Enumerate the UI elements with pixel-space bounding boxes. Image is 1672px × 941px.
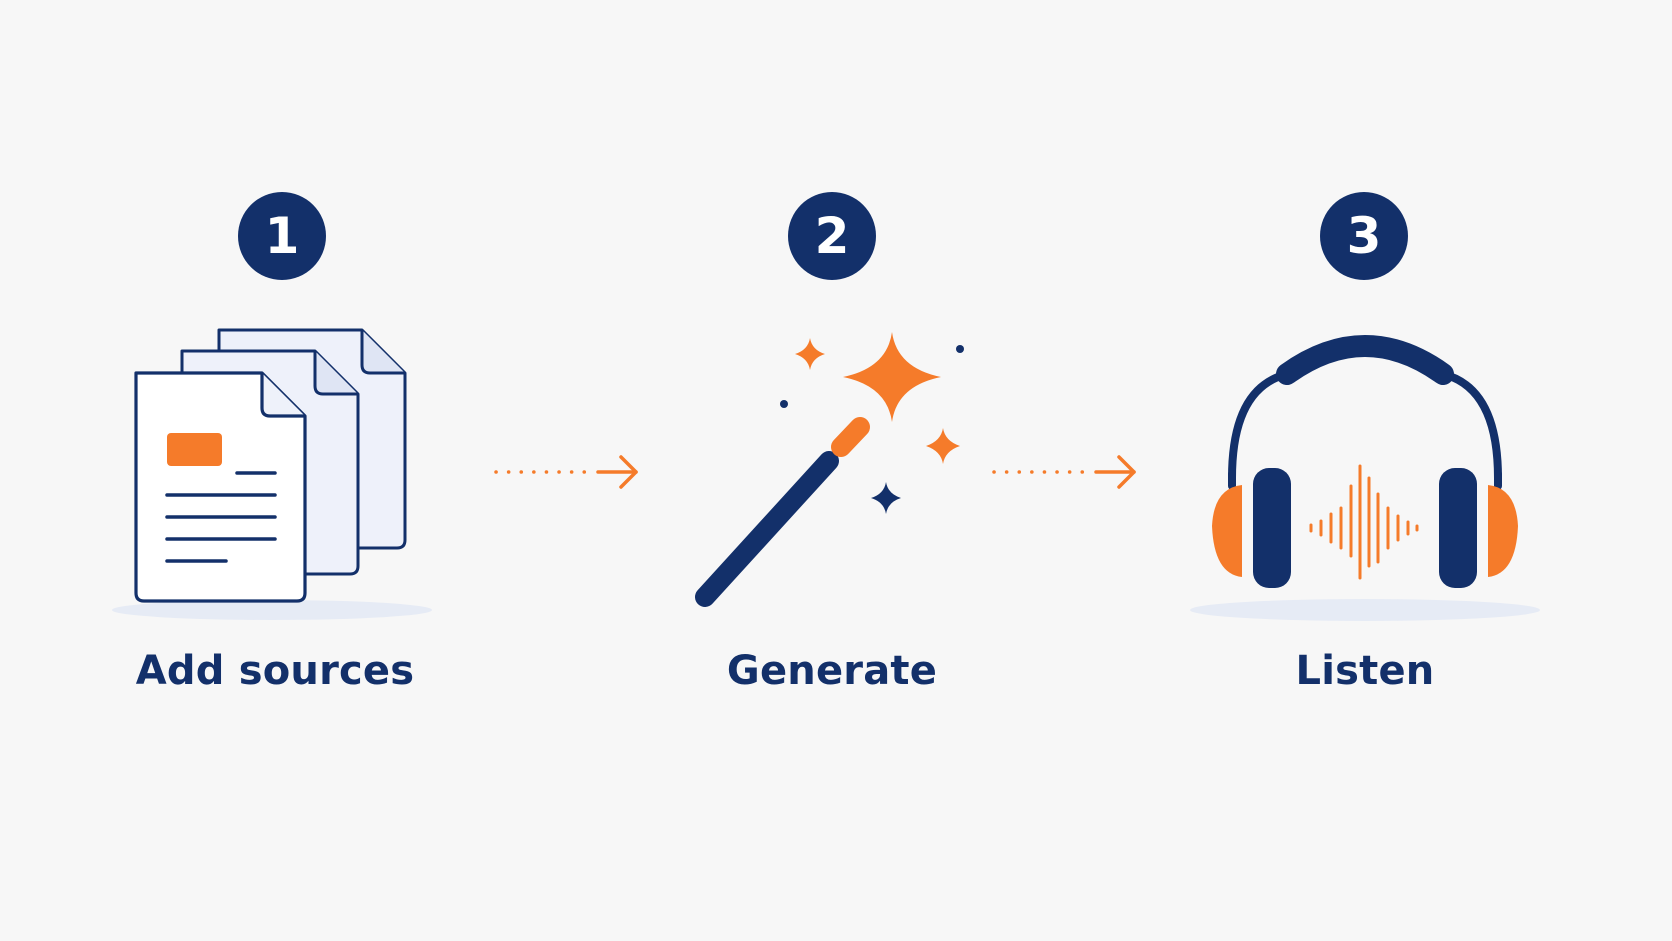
documents-icon (112, 328, 432, 620)
arrow-right-icon (992, 455, 1136, 489)
magic-wand-icon (695, 332, 964, 607)
step-3-label: Listen (1295, 648, 1435, 694)
step-2-number-badge: 2 (788, 192, 876, 280)
step-1-label: Add sources (135, 648, 415, 694)
step-3-number-badge: 3 (1320, 192, 1408, 280)
arrow-right-icon (494, 455, 638, 489)
step-2-label: Generate (726, 648, 938, 694)
headphones-icon (1190, 335, 1540, 621)
step-1-number-badge: 1 (238, 192, 326, 280)
